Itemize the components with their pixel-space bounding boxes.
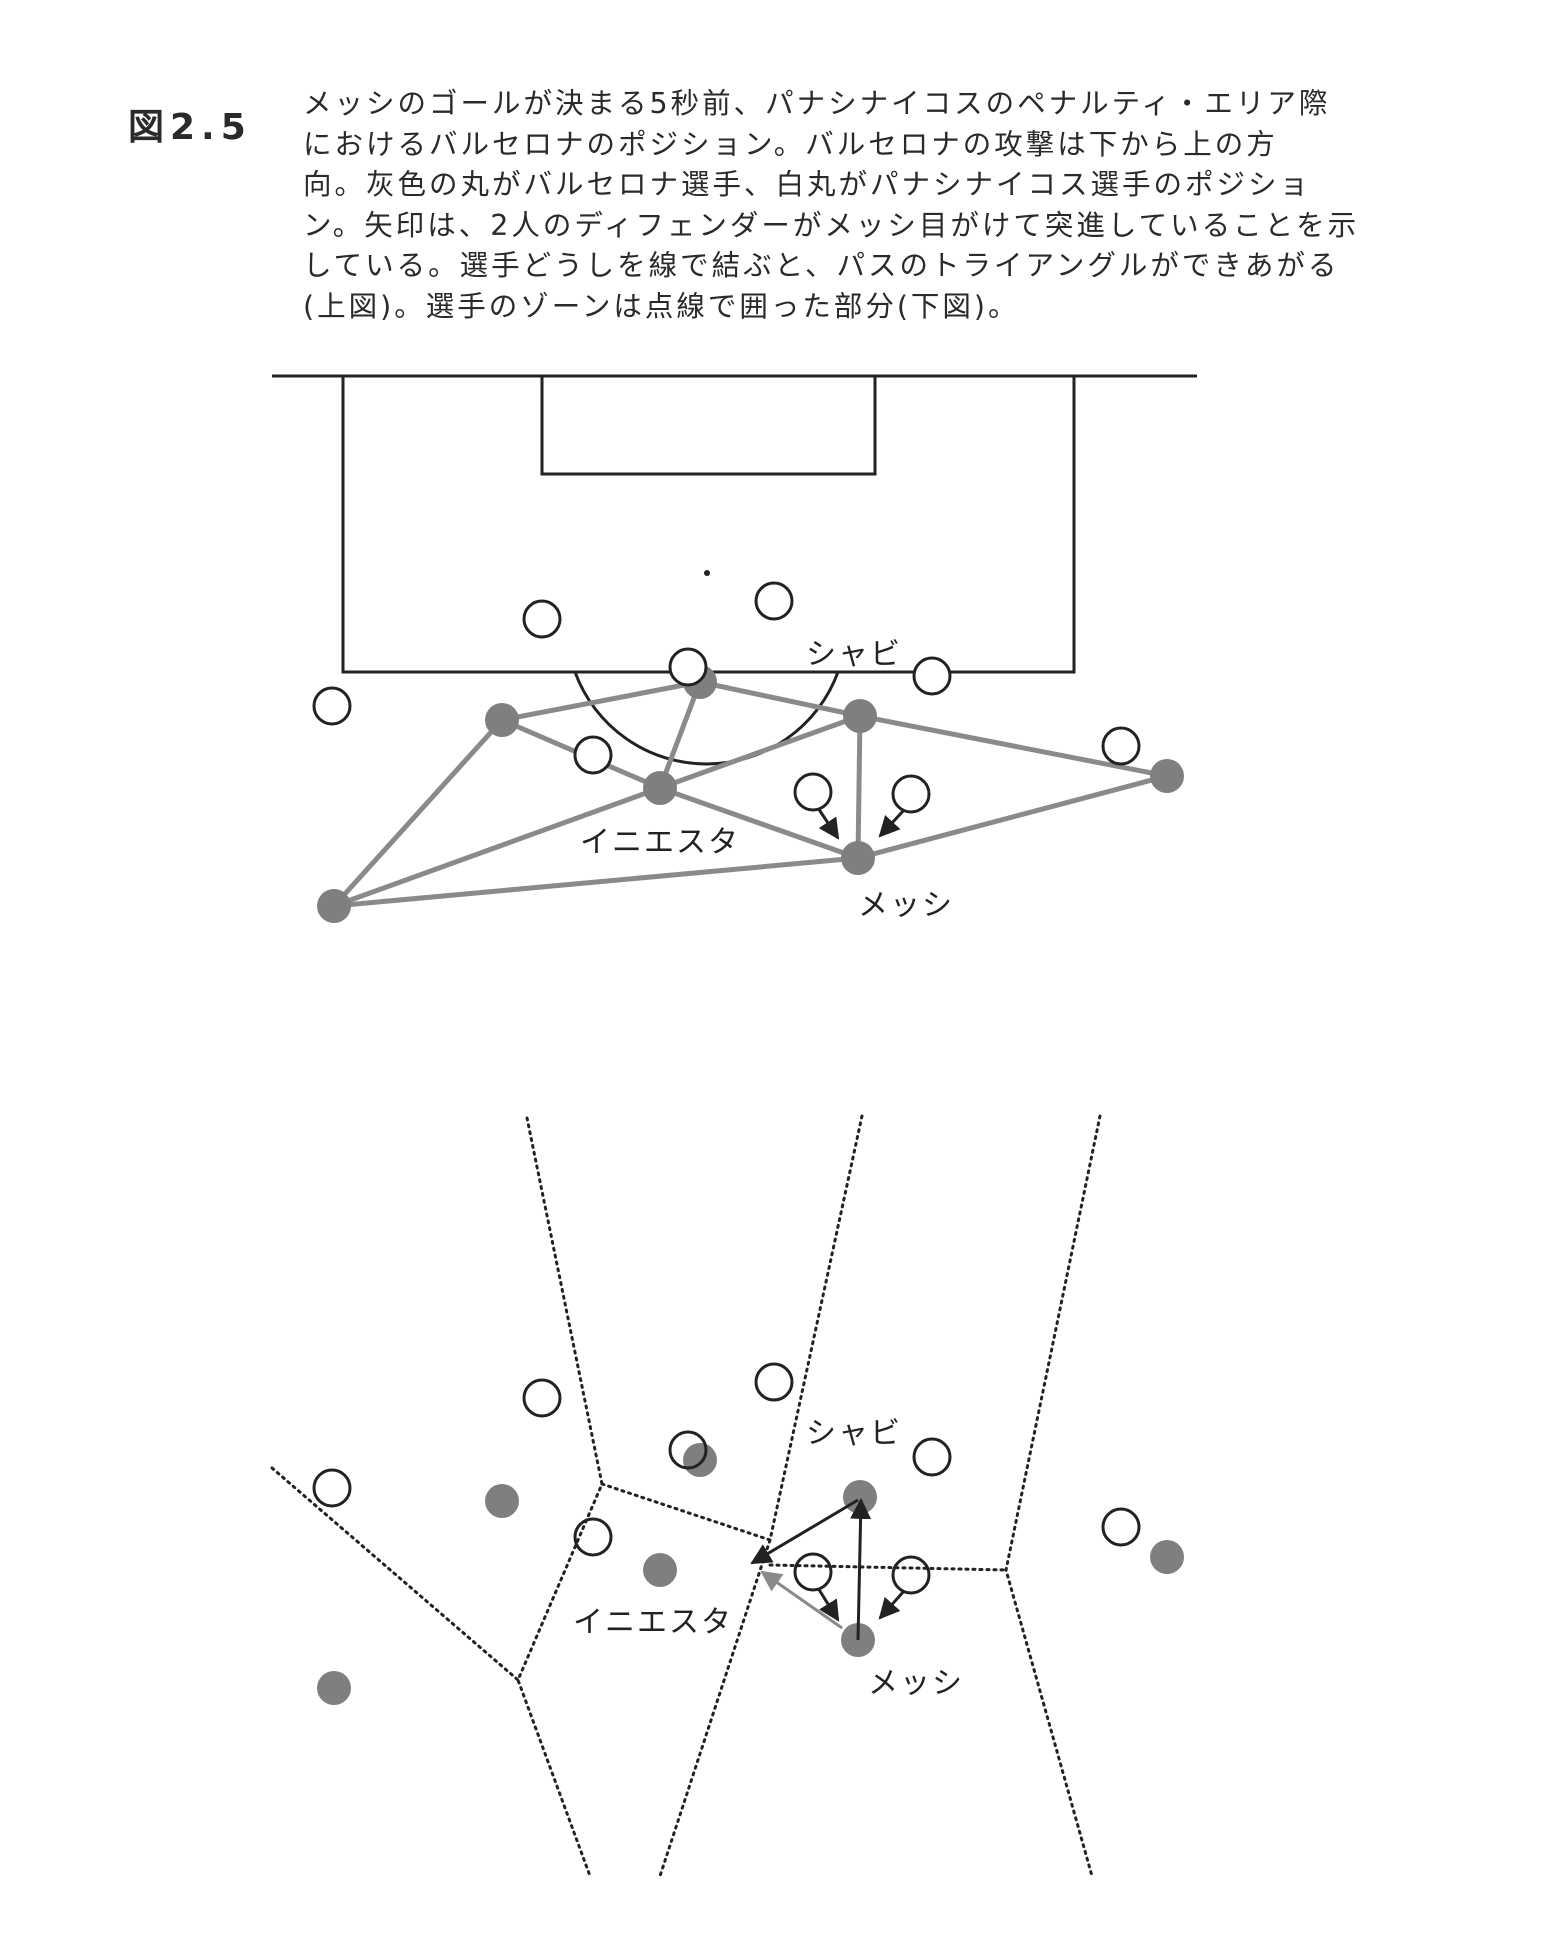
barcelona-player: [317, 1671, 351, 1705]
pass-line: [331, 855, 861, 909]
barcelona-player: [683, 1443, 717, 1477]
panathinaikos-player: [891, 1555, 931, 1595]
defender-arrow: [816, 1587, 840, 1622]
zone-boundary: [516, 1116, 604, 1878]
pass-line: [657, 713, 863, 791]
zone-boundaries: [270, 1114, 1102, 1878]
label-messi: メッシ: [858, 888, 954, 923]
penalty-arc: [573, 671, 840, 766]
label-iniesta: イニエスタ: [580, 825, 740, 860]
messi-run-arrow: [850, 1497, 872, 1641]
xavi-pass-arrow: [750, 1498, 859, 1565]
panathinaikos-player: [573, 1517, 613, 1557]
panathinaikos-player: [754, 581, 794, 621]
zone-boundary: [658, 1114, 864, 1878]
barcelona-player: [1150, 759, 1184, 793]
pass-line: [855, 773, 1170, 861]
barcelona-player: [841, 841, 875, 875]
panathinaikos-player: [912, 1437, 952, 1477]
barcelona-player: [1150, 1540, 1184, 1574]
barcelona-player: [485, 1484, 519, 1518]
pass-line: [499, 679, 703, 723]
top-diagram: シャビ イニエスタ メッシ: [272, 374, 1197, 923]
barcelona-players: [317, 665, 1184, 923]
label-iniesta: イニエスタ: [573, 1605, 733, 1640]
zone-boundary: [1004, 1114, 1102, 1878]
pass-line: [657, 785, 861, 861]
barcelona-players-zones: [317, 1443, 1184, 1705]
panathinaikos-player: [891, 774, 931, 814]
panathinaikos-player: [668, 647, 708, 687]
caption-line: (上図)。選手のゾーンは点線で囲った部分(下図)。: [303, 289, 1020, 323]
defender-arrow: [878, 808, 906, 838]
figure-caption: メッシのゴールが決まる5秒前、パナシナイコスのペナルティ・エリア際 におけるバル…: [303, 84, 1360, 327]
caption-line: 向。灰色の丸がバルセロナ選手、白丸がパナシナイコス選手のポジショ: [303, 168, 1312, 201]
barcelona-player: [843, 699, 877, 733]
defender-arrow: [878, 1590, 906, 1620]
panathinaikos-players: [312, 581, 1141, 814]
panathinaikos-player: [522, 1378, 562, 1418]
passing-triangles: [331, 679, 1170, 909]
label-xavi: シャビ: [806, 637, 902, 672]
label-xavi: シャビ: [806, 1416, 902, 1451]
panathinaikos-player: [793, 772, 833, 812]
panathinaikos-player: [793, 1552, 833, 1592]
zone-boundary: [768, 1563, 1008, 1572]
pitch-markings: [272, 374, 1197, 766]
panathinaikos-players-zones: [312, 1362, 1141, 1595]
bottom-diagram: シャビ イニエスタ メッシ: [270, 1114, 1184, 1878]
caption-line: している。選手どうしを線で結ぶと、パスのトライアングルができあがる: [303, 249, 1340, 282]
caption-line: におけるバルセロナのポジション。バルセロナの攻撃は下から上の方: [303, 127, 1278, 161]
goal-area: [540, 374, 877, 476]
panathinaikos-player: [754, 1362, 794, 1402]
penalty-spot: [704, 570, 710, 576]
barcelona-player: [485, 703, 519, 737]
panathinaikos-player: [312, 686, 352, 726]
zone-boundary: [270, 1466, 520, 1682]
panathinaikos-player: [912, 656, 952, 696]
pass-line: [331, 717, 505, 909]
panathinaikos-player: [522, 599, 562, 639]
panathinaikos-player: [312, 1468, 352, 1508]
panathinaikos-player: [573, 735, 613, 775]
pass-line: [657, 679, 703, 791]
caption-line: ン。矢印は、2人のディフェンダーがメッシ目がけて突進していることを示: [303, 208, 1360, 242]
figure-label: 図2.5: [128, 107, 252, 148]
caption-line: メッシのゴールが決まる5秒前、パナシナイコスのペナルティ・エリア際: [303, 87, 1331, 120]
panathinaikos-player: [1101, 1507, 1141, 1547]
penalty-area: [341, 374, 1076, 674]
barcelona-player: [643, 771, 677, 805]
panathinaikos-player: [1101, 726, 1141, 766]
defender-arrows: [816, 807, 906, 840]
panathinaikos-player: [668, 1430, 708, 1470]
pass-line: [331, 785, 663, 909]
barcelona-player: [317, 889, 351, 923]
pass-line: [857, 713, 1170, 779]
movement-arrows: [750, 1497, 906, 1641]
barcelona-player: [643, 1553, 677, 1587]
pass-line: [697, 679, 863, 719]
zone-boundary: [600, 1482, 772, 1542]
pass-line: [855, 713, 863, 861]
defender-arrow: [816, 807, 840, 840]
label-messi: メッシ: [868, 1666, 964, 1701]
